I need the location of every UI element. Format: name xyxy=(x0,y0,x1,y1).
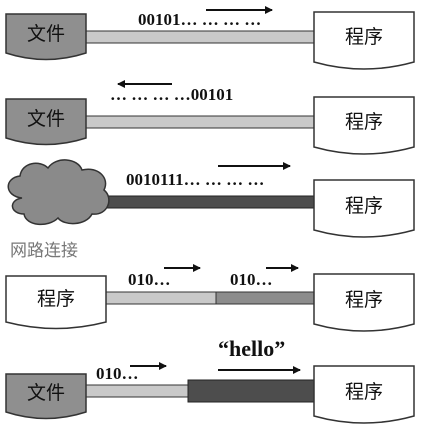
file-label: 文件 xyxy=(27,382,65,404)
row-file-to-program: 文件 程序 00101… … … … xyxy=(5,6,415,70)
pipe-segment-dark xyxy=(187,379,315,403)
cloud-icon xyxy=(7,159,110,226)
program-label: 程序 xyxy=(37,288,75,310)
file-label: 文件 xyxy=(27,108,65,130)
row-file-to-program-hello: 文件 程序 010… “hello” xyxy=(5,336,415,424)
file-box: 文件 xyxy=(5,373,87,420)
file-box: 文件 xyxy=(5,98,87,146)
program-box: 程序 xyxy=(313,365,415,424)
row-network-to-program: 网路连接 程序 0010111… … … … xyxy=(7,159,415,261)
program-box: 程序 xyxy=(313,11,415,70)
program-label: 程序 xyxy=(345,289,383,311)
program-label: 程序 xyxy=(345,111,383,133)
hello-string-label: “hello” xyxy=(218,336,285,361)
file-label: 文件 xyxy=(27,23,65,45)
pipe xyxy=(85,30,315,44)
bit-stream-label: 010… xyxy=(96,364,139,383)
pipe-segment-left xyxy=(105,291,217,305)
program-label: 程序 xyxy=(345,381,383,403)
row-program-to-program: 程序 程序 010… 010… xyxy=(5,264,415,332)
pipe xyxy=(101,195,315,209)
bit-stream-label: 00101… … … … xyxy=(138,10,261,29)
network-label: 网路连接 xyxy=(10,241,78,261)
row-program-to-file: 文件 程序 … … … …00101 xyxy=(5,80,415,155)
file-box: 文件 xyxy=(5,13,87,61)
program-box: 程序 xyxy=(313,96,415,155)
program-box: 程序 xyxy=(313,179,415,238)
program-label: 程序 xyxy=(345,195,383,217)
program-label: 程序 xyxy=(345,26,383,48)
bit-stream-label: … … … …00101 xyxy=(110,85,233,104)
pipe xyxy=(85,115,315,129)
bit-stream-label: 0010111… … … … xyxy=(126,170,264,189)
program-box-source: 程序 xyxy=(5,275,107,330)
pipe-segment-right xyxy=(215,291,315,305)
bit-stream-label-left: 010… xyxy=(128,270,171,289)
program-box: 程序 xyxy=(313,273,415,332)
bit-stream-label-right: 010… xyxy=(230,270,273,289)
pipe-segment-light xyxy=(85,384,189,398)
